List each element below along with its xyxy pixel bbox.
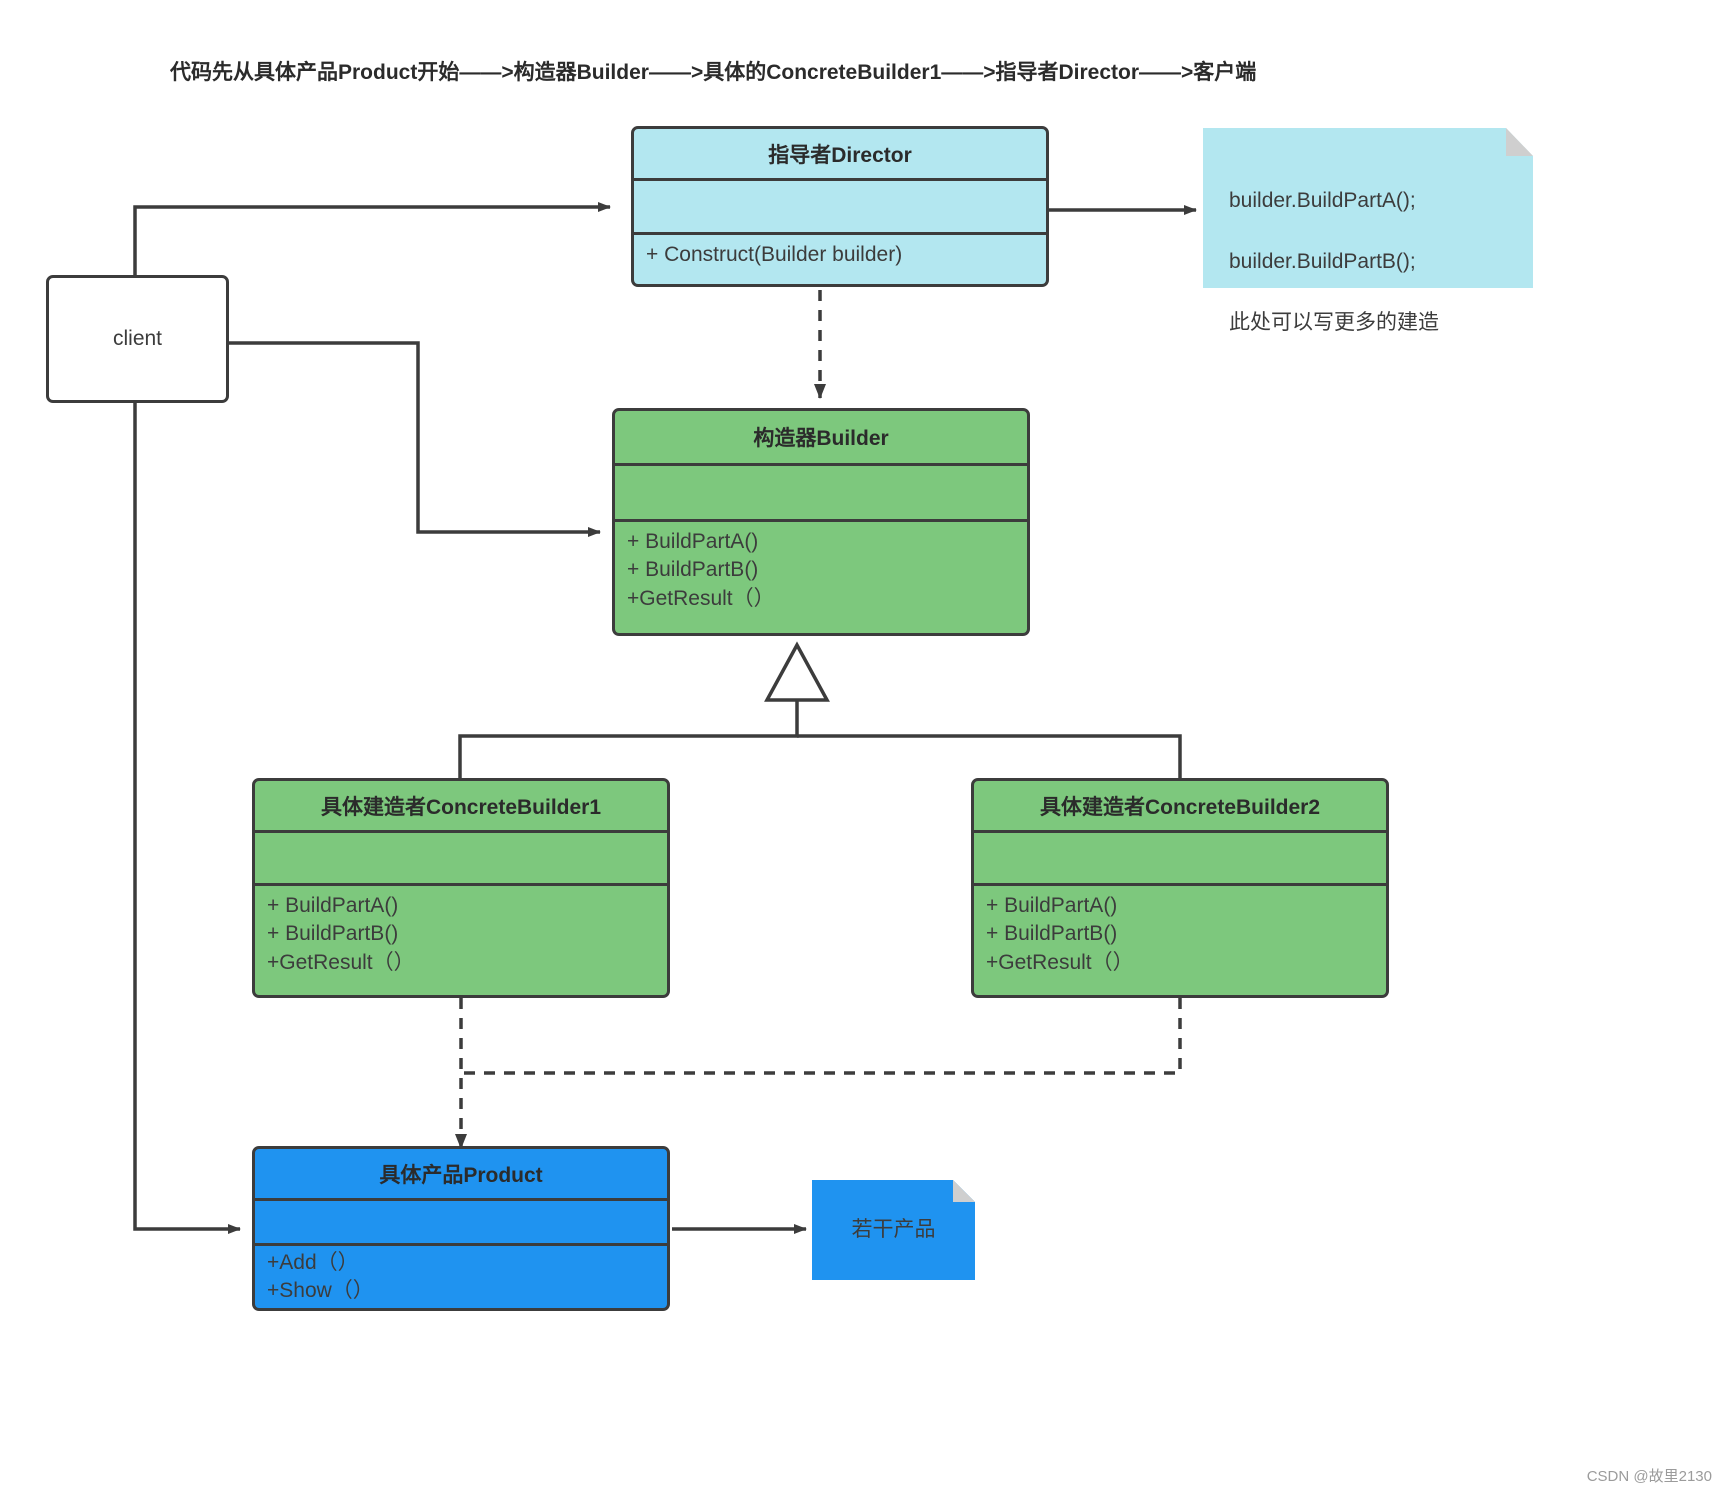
note-director-text: builder.BuildPartA(); builder.BuildPartB… — [1203, 128, 1533, 369]
note-product-text: 若干产品 — [851, 1217, 936, 1241]
note-line-1: builder.BuildPartA(); — [1229, 189, 1416, 213]
note-line-3: 此处可以写更多的建造 — [1229, 311, 1439, 335]
operation-buildpartb: + BuildPartB() — [267, 922, 399, 946]
class-concrete-builder-1-title: 具体建造者ConcreteBuilder1 — [255, 781, 667, 833]
class-builder-attributes — [615, 466, 1027, 522]
operation-getresult: +GetResult（） — [627, 586, 775, 610]
operation-getresult: +GetResult（） — [267, 950, 415, 974]
generalization-triangle — [764, 641, 830, 702]
operation-buildparta: + BuildPartA() — [986, 894, 1118, 917]
class-concrete-builder-2[interactable]: 具体建造者ConcreteBuilder2 + BuildPartA() + B… — [971, 778, 1389, 998]
operation-add: +Add（） — [267, 1251, 359, 1274]
operation-buildparta: + BuildPartA() — [627, 530, 759, 553]
class-concrete-builder-2-attributes — [974, 833, 1386, 886]
operation-construct: + Construct(Builder builder) — [646, 243, 903, 266]
edge-client-to-builder — [229, 341, 601, 537]
edge-client-to-product — [133, 400, 241, 1234]
class-concrete-builder-1[interactable]: 具体建造者ConcreteBuilder1 + BuildPartA() + B… — [252, 778, 670, 998]
class-director[interactable]: 指导者Director + Construct(Builder builder) — [631, 126, 1049, 287]
class-concrete-builder-1-operations: + BuildPartA() + BuildPartB() +GetResult… — [255, 886, 667, 985]
note-product-body: 若干产品 — [812, 1180, 975, 1280]
edge-generalization-cb2 — [797, 734, 1182, 780]
class-builder[interactable]: 构造器Builder + BuildPartA() + BuildPartB()… — [612, 408, 1030, 636]
class-product-title: 具体产品Product — [255, 1149, 667, 1201]
class-concrete-builder-1-attributes — [255, 833, 667, 886]
note-shape — [1203, 128, 1533, 288]
class-director-attributes — [634, 181, 1046, 235]
class-product-operations: +Add（） +Show（） — [255, 1246, 667, 1308]
client-box[interactable]: client — [46, 275, 229, 403]
edge-cb2-creates-product — [461, 998, 1182, 1075]
class-product-attributes — [255, 1201, 667, 1246]
operation-buildpartb: + BuildPartB() — [627, 558, 759, 582]
note-shape — [812, 1180, 975, 1280]
class-director-operations: + Construct(Builder builder) — [634, 235, 1046, 277]
class-product[interactable]: 具体产品Product +Add（） +Show（） — [252, 1146, 670, 1311]
class-director-title: 指导者Director — [634, 129, 1046, 181]
class-concrete-builder-2-title: 具体建造者ConcreteBuilder2 — [974, 781, 1386, 833]
operation-buildpartb: + BuildPartB() — [986, 922, 1118, 946]
class-builder-title: 构造器Builder — [615, 411, 1027, 466]
operation-getresult: +GetResult（） — [986, 950, 1134, 974]
note-director-body: builder.BuildPartA(); builder.BuildPartB… — [1203, 128, 1533, 334]
watermark: CSDN @故里2130 — [1586, 1468, 1712, 1485]
operation-show: +Show（） — [267, 1279, 374, 1303]
class-builder-operations: + BuildPartA() + BuildPartB() +GetResult… — [615, 522, 1027, 621]
client-label: client — [112, 327, 163, 350]
operation-buildparta: + BuildPartA() — [267, 894, 399, 917]
class-concrete-builder-2-operations: + BuildPartA() + BuildPartB() +GetResult… — [974, 886, 1386, 985]
note-line-2: builder.BuildPartB(); — [1229, 250, 1416, 274]
edge-generalization-cb1 — [458, 700, 799, 780]
diagram-title: 代码先从具体产品Product开始——>构造器Builder——>具体的Conc… — [170, 61, 1257, 84]
